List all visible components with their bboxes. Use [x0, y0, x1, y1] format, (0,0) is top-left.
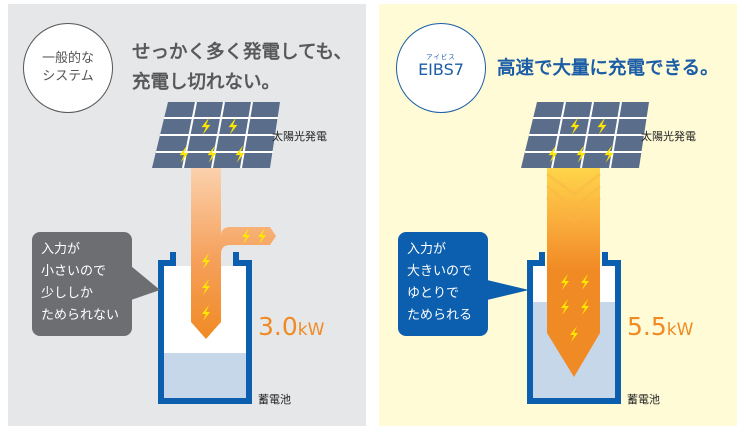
brand-name: EIBS7 [418, 60, 464, 79]
badge-line-1: 一般的な [41, 51, 94, 66]
general-system-panel: 一般的な システム せっかく多く発電しても、 充電し切れない。 [8, 4, 366, 426]
output-unit: kW [666, 320, 694, 340]
solar-label: 太陽光発電 [641, 130, 696, 143]
energy-arrow-icon [191, 164, 276, 339]
output-number: 3.0 [258, 312, 298, 341]
eibs7-panel: アイビス EIBS7 高速で大量に充電できる。 [379, 4, 737, 426]
output-value: 5.5kW [627, 314, 693, 339]
solar-panel-icon [152, 101, 280, 169]
headline: せっかく多く発電しても、 充電し切れない。 [132, 38, 352, 98]
input-callout: 入力が 小さいので 少ししか ためられない [32, 232, 132, 336]
output-value: 3.0kW [258, 314, 324, 339]
brand-ruby: アイビス [426, 53, 456, 61]
solar-panel-icon [521, 101, 649, 169]
eibs7-illustration [521, 101, 649, 404]
badge-line-2: システム [42, 69, 94, 84]
callout-line: 入力が [407, 242, 447, 257]
energy-arrow-icon [546, 164, 602, 377]
callout-line: 少ししか [41, 286, 94, 301]
input-callout: 入力が 大きいので ゆとりで ためられる [398, 232, 488, 336]
headline: 高速で大量に充電できる。 [497, 58, 719, 79]
callout-line: 小さいので [41, 264, 107, 279]
solar-label: 太陽光発電 [272, 130, 327, 143]
callout-line: ためられない [41, 308, 120, 323]
callout-line: 入力が [41, 242, 81, 257]
headline-line-1: せっかく多く発電しても、 [132, 42, 352, 63]
headline-line-2: 充電し切れない。 [132, 72, 281, 93]
eibs7-badge: アイビス EIBS7 [396, 23, 486, 113]
battery-label: 蓄電池 [258, 393, 291, 406]
callout-line: ゆとりで [407, 286, 460, 301]
output-number: 5.5 [627, 312, 667, 341]
general-system-illustration [152, 101, 280, 404]
callout-line: 大きいので [407, 264, 473, 279]
callout-line: ためられる [407, 308, 473, 323]
battery-label: 蓄電池 [627, 393, 660, 406]
output-unit: kW [297, 320, 325, 340]
general-system-badge: 一般的な システム [23, 23, 113, 113]
